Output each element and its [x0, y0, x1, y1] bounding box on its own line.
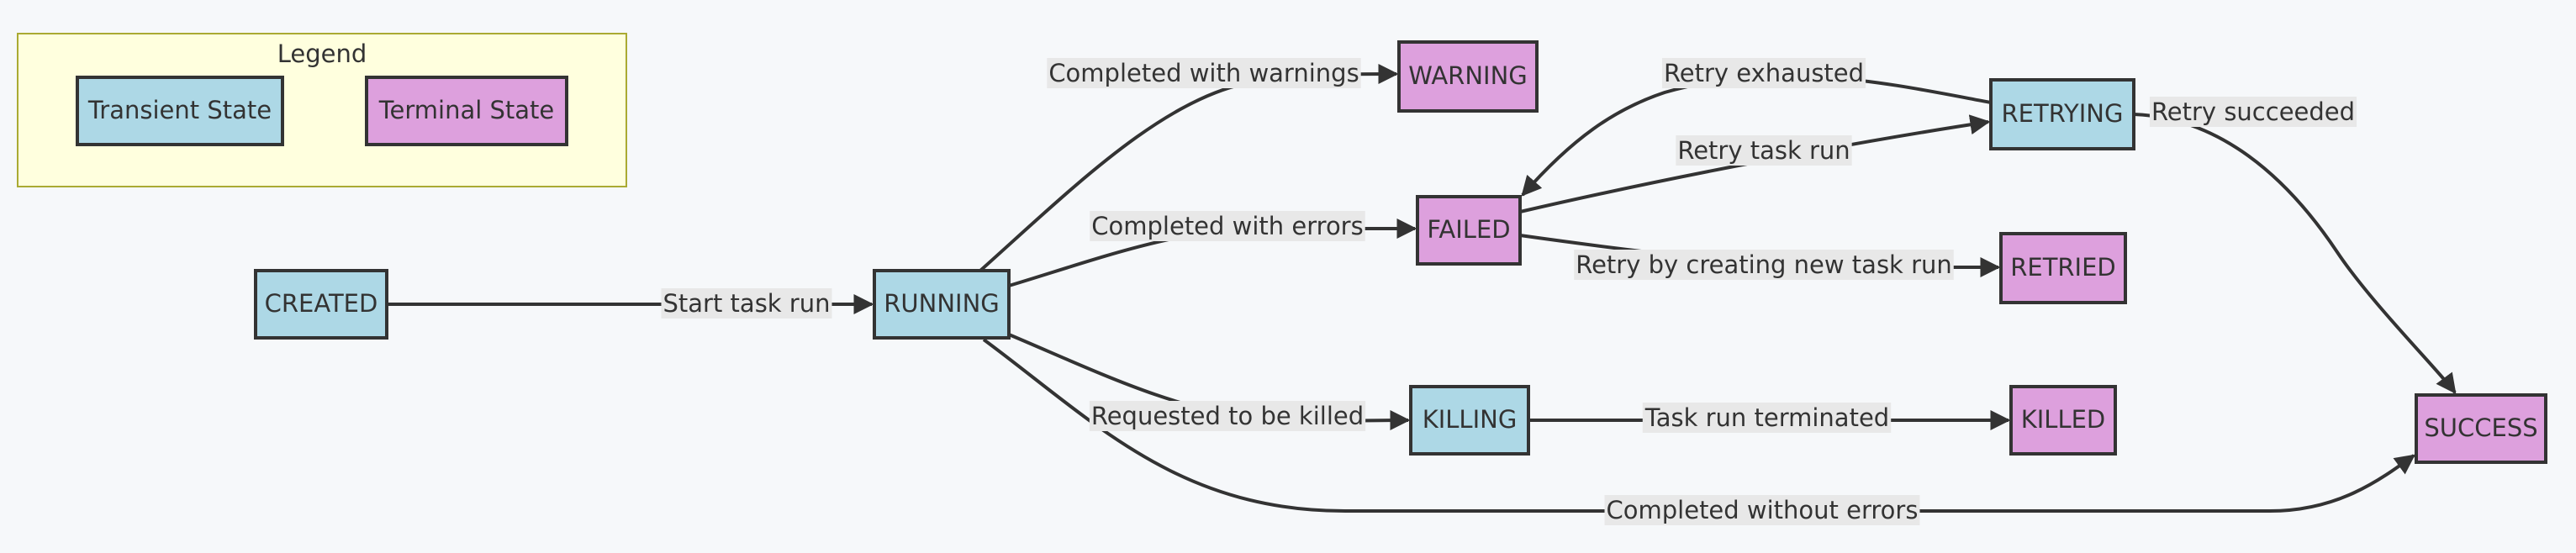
state-label-killing: KILLING: [1423, 405, 1518, 434]
edge-label-text-running-success: Completed without errors: [1607, 496, 1919, 524]
state-box-running[interactable]: [873, 269, 1011, 340]
edge-label-text-running-warning: Completed with warnings: [1048, 59, 1359, 87]
state-node-killing[interactable]: KILLING: [1409, 385, 1530, 456]
edge-label-bg-killing-killed: [1642, 403, 1892, 433]
edge-label-text-retrying-failed: Retry exhausted: [1664, 59, 1864, 87]
edge-label-text-created-running: Start task run: [662, 289, 830, 318]
state-node-failed[interactable]: FAILED: [1416, 195, 1522, 266]
state-box-created[interactable]: [254, 269, 388, 340]
edge-label-bg-running-killing: [1089, 401, 1366, 431]
state-node-retried[interactable]: RETRIED: [1999, 232, 2127, 304]
edge-label-bg-failed-retrying: [1676, 135, 1852, 166]
edge-label-retrying-failed: Retry exhausted: [1661, 58, 1866, 88]
edge-label-bg-created-running: [661, 288, 832, 319]
state-node-retrying[interactable]: RETRYING: [1989, 78, 2135, 150]
edge-label-text-failed-retried: Retry by creating new task run: [1576, 250, 1952, 279]
edge-retrying-success[interactable]: [2133, 113, 2457, 394]
edge-label-text-killing-killed: Task run terminated: [1644, 403, 1889, 432]
state-label-created: CREATED: [265, 289, 378, 318]
edge-label-bg-retrying-failed: [1661, 58, 1866, 88]
legend-label-transient: Transient State: [87, 96, 272, 124]
legend-title: Legend: [277, 40, 367, 68]
edge-label-bg-retrying-success: [2149, 97, 2357, 127]
legend-swatch-terminal: [365, 76, 568, 146]
state-label-retrying: RETRYING: [2002, 99, 2124, 128]
legend-item-transient: Transient State: [76, 76, 284, 146]
state-box-failed[interactable]: [1416, 195, 1522, 266]
state-label-running: RUNNING: [884, 289, 999, 318]
edge-label-bg-running-warning: [1047, 58, 1361, 88]
edge-label-created-running: Start task run: [661, 288, 832, 319]
edge-label-text-running-killing: Requested to be killed: [1091, 402, 1364, 430]
edge-label-text-retrying-success: Retry succeeded: [2151, 97, 2355, 126]
edge-label-running-success: Completed without errors: [1604, 495, 1920, 525]
state-box-killing[interactable]: [1409, 385, 1530, 456]
edge-label-killing-killed: Task run terminated: [1642, 403, 1892, 433]
state-label-killed: KILLED: [2021, 405, 2106, 434]
state-box-retried[interactable]: [1999, 232, 2127, 304]
legend-label-terminal: Terminal State: [378, 96, 555, 124]
edge-label-bg-running-success: [1604, 495, 1920, 525]
state-node-success[interactable]: SUCCESS: [2415, 393, 2547, 464]
state-node-warning[interactable]: WARNING: [1397, 40, 1539, 113]
edge-label-text-running-failed: Completed with errors: [1091, 212, 1363, 240]
edge-running-success[interactable]: [982, 338, 2415, 513]
edge-label-failed-retrying: Retry task run: [1676, 135, 1852, 166]
edge-label-running-failed: Completed with errors: [1090, 211, 1365, 241]
state-box-warning[interactable]: [1397, 40, 1539, 113]
state-node-running[interactable]: RUNNING: [873, 269, 1011, 340]
state-label-retried: RETRIED: [2010, 253, 2116, 282]
legend-item-terminal: Terminal State: [365, 76, 568, 146]
edge-label-bg-failed-retried: [1574, 250, 1954, 280]
state-box-success[interactable]: [2415, 393, 2547, 464]
edge-label-retrying-success: Retry succeeded: [2149, 97, 2357, 127]
edge-label-bg-running-failed: [1090, 211, 1365, 241]
edge-label-text-failed-retrying: Retry task run: [1677, 136, 1850, 165]
state-node-killed[interactable]: KILLED: [2009, 385, 2117, 456]
legend: Legend Transient State Terminal State: [17, 33, 627, 187]
edge-label-failed-retried: Retry by creating new task run: [1574, 250, 1954, 280]
state-label-success: SUCCESS: [2424, 413, 2537, 442]
state-label-failed: FAILED: [1427, 215, 1510, 244]
edge-label-running-warning: Completed with warnings: [1047, 58, 1361, 88]
state-box-killed[interactable]: [2009, 385, 2117, 456]
state-box-retrying[interactable]: [1989, 78, 2135, 150]
state-label-warning: WARNING: [1408, 61, 1528, 90]
edge-label-running-killing: Requested to be killed: [1089, 401, 1366, 431]
legend-swatch-transient: [76, 76, 284, 146]
state-node-created[interactable]: CREATED: [254, 269, 388, 340]
